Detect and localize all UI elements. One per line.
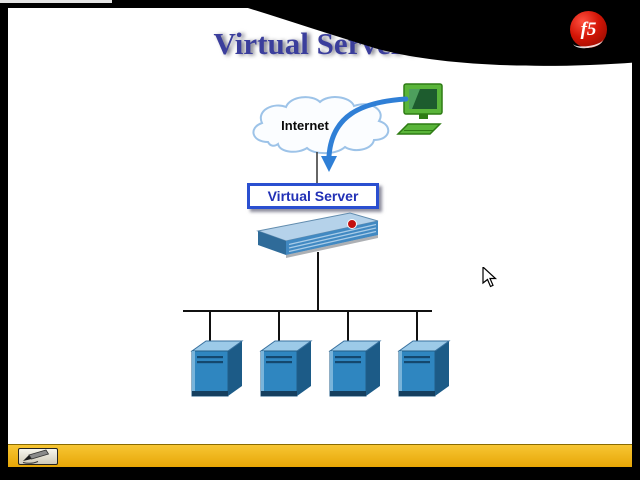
virtual-server-box: Virtual Server — [247, 183, 379, 209]
internet-label: Internet — [281, 117, 329, 133]
annotation-pen-icon — [22, 449, 50, 464]
f5-logo: f5 — [570, 11, 607, 48]
video-artifact-line — [0, 0, 112, 3]
presenter-toolbar — [8, 444, 632, 467]
f5-logo-text: f5 — [580, 18, 597, 40]
page-title: Virtual Servers — [213, 26, 417, 61]
load-balancer-appliance-icon — [256, 212, 379, 258]
mouse-cursor — [482, 267, 498, 288]
client-computer-icon — [396, 83, 443, 135]
virtual-server-label: Virtual Server — [267, 188, 359, 204]
annotation-pen-button[interactable] — [18, 448, 58, 465]
